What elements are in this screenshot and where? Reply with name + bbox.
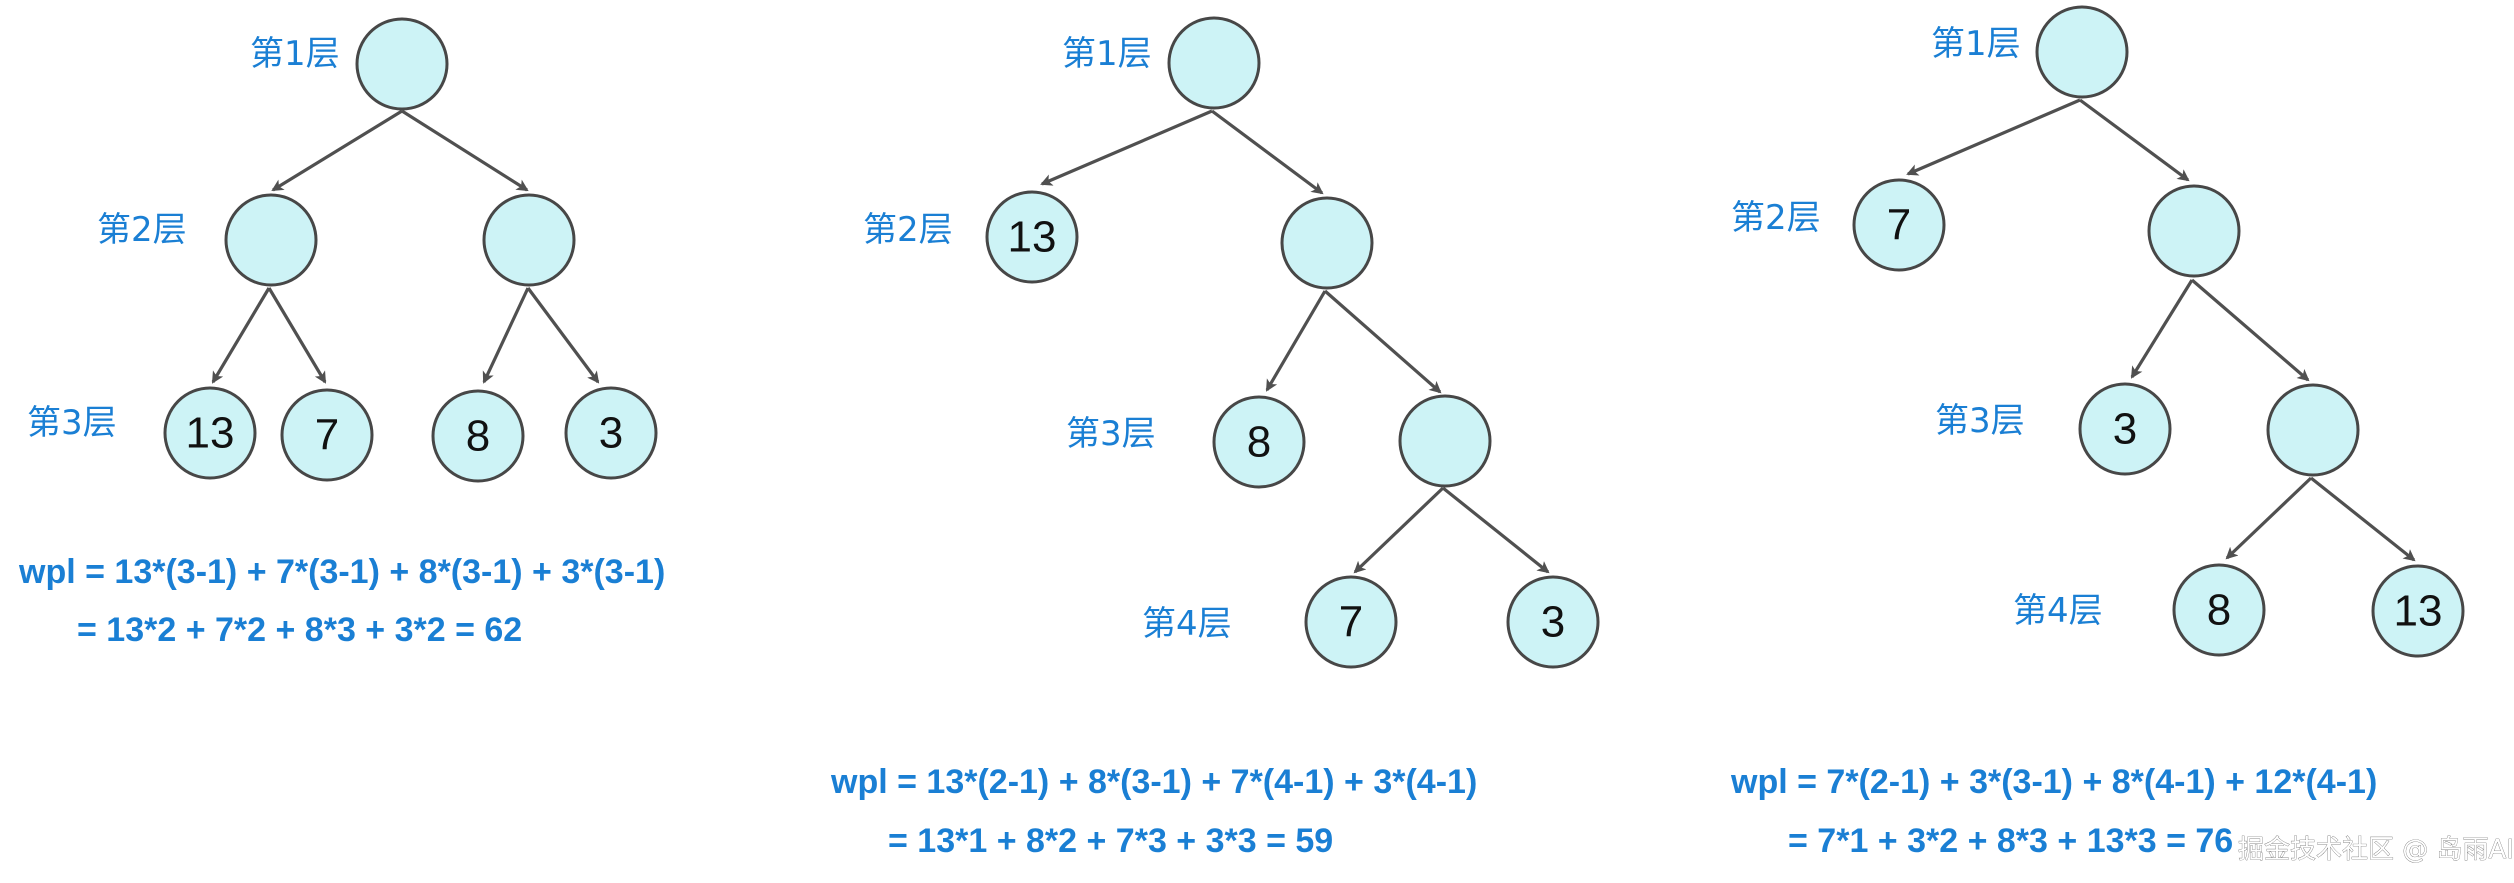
edge [211,287,271,384]
level-label: 第2层 [97,210,187,250]
level-label: 第1层 [250,34,340,74]
leaf-node: 3 [1506,575,1600,669]
level-label: 第1层 [1931,24,2021,64]
level-label: 第3层 [1066,414,1156,454]
level-label: 第1层 [1062,34,1152,74]
internal-node [224,193,318,287]
leaf-node: 7 [280,388,374,482]
wpl-formula-line-2: = 13*1 + 8*2 + 7*3 + 3*3 = 59 [888,822,1333,860]
level-label: 第3层 [1935,401,2025,441]
tree-1-edges [211,109,600,384]
level-label: 第2层 [863,210,953,250]
leaf-value: 13 [1008,213,1057,262]
edge [1323,289,1442,394]
leaf-node: 8 [1212,395,1306,489]
leaf-value: 7 [1887,201,1911,250]
internal-node [1280,196,1374,290]
leaf-node: 3 [564,386,658,480]
leaf-node: 13 [985,190,1079,284]
edge [1353,486,1445,574]
leaf-value: 8 [2207,586,2231,635]
leaf-value: 3 [2113,405,2137,454]
level-label: 第3层 [27,403,117,443]
leaf-value: 7 [315,411,339,460]
edge [1040,109,1213,186]
edge [1265,290,1327,392]
edge [2310,476,2416,562]
edge [1442,486,1550,574]
tree-diagram-2: 13 8 7 3 第1层 第2层 第3层 第4层 wpl = 13*(2-1) … [830,16,1600,860]
leaf-value: 7 [1339,598,1363,647]
level-label: 第4层 [2013,591,2103,631]
tree-2-edges [1040,109,1550,574]
root-node [1167,16,1261,110]
internal-node [1398,394,1492,488]
wpl-formula-line-2: = 13*2 + 7*2 + 8*3 + 3*2 = 62 [77,611,522,649]
leaf-value: 3 [1541,598,1565,647]
wpl-formula-line-2: = 7*1 + 3*2 + 8*3 + 13*3 = 76 [1788,822,2233,860]
internal-node [2266,383,2360,477]
leaf-node: 8 [431,389,525,483]
edge [271,109,403,192]
leaf-value: 8 [1247,418,1271,467]
watermark: 掘金技术社区 @ 岛雨AI [2238,835,2514,865]
leaf-value: 8 [466,412,490,461]
edge [1211,109,1324,195]
root-node [2035,5,2129,99]
edge [2079,98,2190,182]
leaf-value: 13 [186,409,235,458]
leaf-value: 13 [2394,587,2443,636]
leaf-node: 7 [1852,178,1946,272]
leaf-node: 7 [1304,575,1398,669]
tree-diagram-3: 7 3 8 13 第1层 第2层 第3层 第4层 wpl = 7*(2-1) +… [1730,5,2465,860]
root-node [355,17,449,111]
internal-node [482,193,576,287]
edge [526,287,600,384]
edge [267,287,327,384]
wpl-formula-line-1: wpl = 13*(2-1) + 8*(3-1) + 7*(4-1) + 3*(… [830,763,1477,801]
edge [482,287,530,384]
leaf-value: 3 [599,409,623,458]
edge [2130,279,2194,379]
leaf-node: 8 [2172,563,2266,657]
tree-3-edges [1906,98,2416,562]
level-label: 第4层 [1142,604,1232,644]
edge [401,109,529,192]
edge [2225,476,2313,560]
tree-diagram-1: 13 7 8 3 第1层 第2层 第3层 wpl = 13*(3-1) + 7*… [18,17,665,649]
wpl-formula-line-1: wpl = 13*(3-1) + 7*(3-1) + 8*(3-1) + 3*(… [18,553,665,591]
internal-node [2147,184,2241,278]
edge [2190,278,2310,382]
edge [1906,98,2081,176]
leaf-node: 13 [2371,564,2465,658]
leaf-node: 3 [2078,382,2172,476]
wpl-formula-line-1: wpl = 7*(2-1) + 3*(3-1) + 8*(4-1) + 12*(… [1730,763,2377,801]
level-label: 第2层 [1731,198,1821,238]
leaf-node: 13 [163,386,257,480]
